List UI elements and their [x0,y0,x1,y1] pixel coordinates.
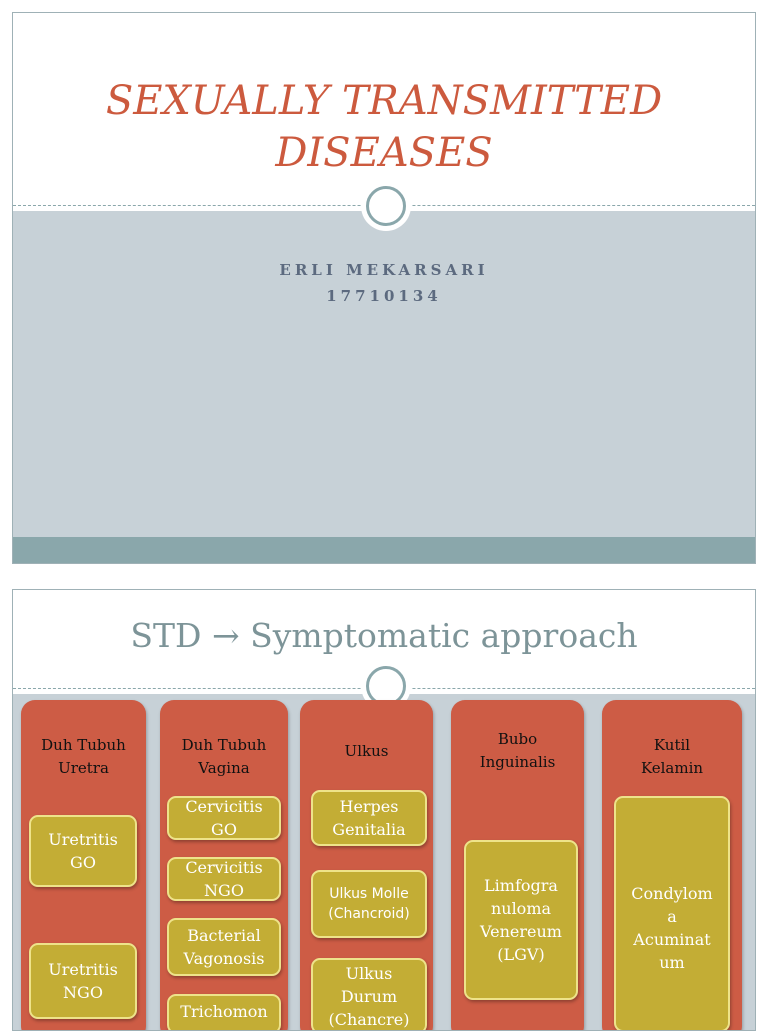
circle-ornament-icon [366,666,406,706]
box-text: Bacterial Vagonosis [183,926,265,968]
box-trichomon: Trichomon [167,994,281,1030]
column-duh-tubuh-vagina: Duh Tubuh Vagina Cervicitis GO Cerviciti… [160,700,288,1030]
column-heading: Ulkus [300,740,433,763]
author-name: ERLI MEKARSARI [279,261,489,279]
column-heading-text: Bubo Inguinalis [479,730,556,771]
slide-title-line1: SEXUALLY TRANSMITTED [105,78,663,124]
box-text: Cervicitis GO [185,797,263,839]
column-ulkus: Ulkus Herpes Genitalia Ulkus Molle (Chan… [300,700,433,1030]
box-condyloma-acuminatum: Condylom a Acuminat um [614,796,730,1030]
slide-title-line2: DISEASES [275,130,493,176]
column-heading-text: Duh Tubuh Vagina [181,736,267,777]
column-duh-tubuh-uretra: Duh Tubuh Uretra Uretritis GO Uretritis … [21,700,146,1030]
box-text: Cervicitis NGO [185,858,263,900]
box-text: Condylom a Acuminat um [631,884,713,972]
column-heading: Duh Tubuh Vagina [160,734,288,780]
content-slide: STD → Symptomatic approach Duh Tubuh Ure… [12,589,756,1031]
box-text: Uretritis GO [48,830,118,872]
box-bacterial-vagonosis: Bacterial Vagonosis [167,918,281,976]
column-heading: Bubo Inguinalis [451,728,584,774]
subtitle-band [13,211,755,537]
box-text: Uretritis NGO [48,960,118,1002]
box-cervicitis-go: Cervicitis GO [167,796,281,840]
box-cervicitis-ngo: Cervicitis NGO [167,857,281,901]
box-herpes-genitalia: Herpes Genitalia [311,790,427,846]
box-ulkus-durum: Ulkus Durum (Chancre) [311,958,427,1030]
column-heading: Duh Tubuh Uretra [21,734,146,780]
circle-ornament-icon [366,186,406,226]
column-heading-text: Ulkus [344,742,389,760]
column-heading-text: Duh Tubuh Uretra [41,736,126,777]
box-text: Trichomon [180,1002,268,1021]
box-uretritis-go: Uretritis GO [29,815,137,887]
title-slide: SEXUALLY TRANSMITTED DISEASES ERLI MEKAR… [12,12,756,564]
box-text: Ulkus Molle (Chancroid) [328,886,410,922]
footer-bar [13,537,755,563]
box-text: Herpes Genitalia [332,797,406,839]
slide-title: SEXUALLY TRANSMITTED DISEASES [13,75,755,179]
column-bubo-inguinalis: Bubo Inguinalis Limfogra nuloma Venereum… [451,700,584,1030]
column-heading-text: Kutil Kelamin [640,736,704,777]
slide-title: STD → Symptomatic approach [130,616,638,655]
box-text: Ulkus Durum (Chancre) [328,964,410,1029]
author-id: 17710134 [326,287,442,305]
box-lgv: Limfogra nuloma Venereum (LGV) [464,840,578,1000]
column-heading: Kutil Kelamin [602,734,742,780]
column-kutil-kelamin: Kutil Kelamin Condylom a Acuminat um [602,700,742,1030]
box-text: Limfogra nuloma Venereum (LGV) [480,876,562,964]
box-ulkus-molle: Ulkus Molle (Chancroid) [311,870,427,938]
box-uretritis-ngo: Uretritis NGO [29,943,137,1019]
